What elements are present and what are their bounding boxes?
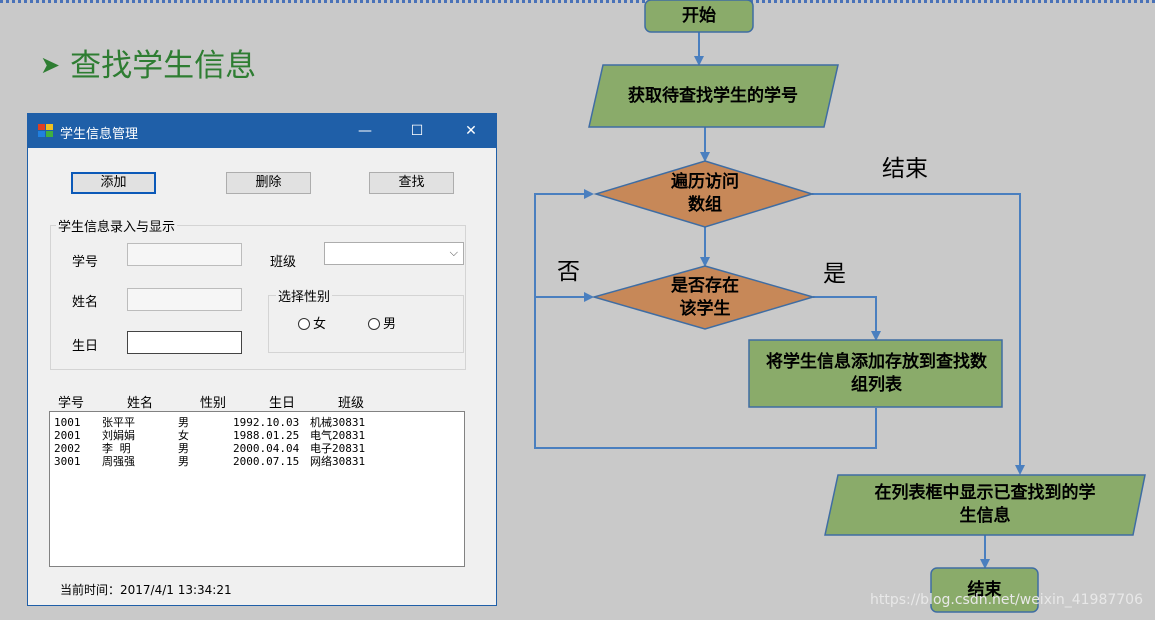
check-node	[591, 265, 816, 330]
find-button[interactable]: 查找	[369, 172, 454, 194]
edge-label-done: 结束	[882, 156, 928, 182]
check-node-label: 是否存在该学生	[671, 275, 739, 319]
arrow-bullet-icon: ➤	[40, 51, 61, 79]
edge-loop-done	[812, 193, 1025, 475]
edge-store-back	[534, 297, 877, 449]
radio-circle-icon	[298, 318, 310, 330]
end-node-label: 结束	[967, 579, 1002, 600]
edge-loop-back	[534, 189, 594, 297]
male-radio-label: 男	[383, 317, 397, 332]
female-radio-label: 女	[313, 317, 327, 332]
student-id-label: 学号	[72, 255, 99, 270]
gender-group-title: 选择性别	[276, 286, 333, 305]
maximize-button[interactable]: ☐	[410, 123, 424, 139]
student-info-group-title: 学生信息录入与显示	[56, 216, 178, 235]
input-node-label: 获取待查找学生的学号	[628, 85, 798, 106]
loop-node-label: 遍历访问数组	[671, 172, 739, 215]
status-label: 当前时间：	[60, 583, 121, 597]
app-icon	[38, 124, 54, 138]
class-select[interactable]: ⌵	[324, 242, 464, 265]
edge-check-yes	[813, 296, 881, 341]
close-button[interactable]: ✕	[465, 123, 477, 139]
window-titlebar[interactable]: 学生信息管理 — ☐ ✕	[28, 114, 496, 148]
edge-label-yes: 是	[823, 261, 846, 287]
list-header-name: 姓名	[127, 396, 154, 411]
status-bar: 当前时间：2017/4/1 13:34:21	[60, 581, 232, 598]
minimize-button[interactable]: —	[358, 123, 372, 139]
flow-connectors	[534, 32, 1025, 569]
add-button[interactable]: 添加	[71, 172, 156, 194]
start-node-label: 开始	[682, 5, 716, 26]
student-listbox[interactable]: 1001 张平平 男 1992.10.03 机械30831 2001 刘娟娟 女…	[49, 411, 465, 567]
birthday-label: 生日	[72, 339, 99, 354]
list-header-gender: 性别	[200, 396, 227, 411]
class-label: 班级	[270, 255, 297, 270]
female-radio[interactable]: 女	[298, 313, 326, 332]
input-node	[588, 64, 839, 128]
student-info-group	[50, 225, 466, 370]
radio-circle-icon	[368, 318, 380, 330]
output-node-label: 在列表框中显示已查找到的学生信息	[874, 483, 1096, 526]
name-label: 姓名	[72, 295, 99, 310]
delete-button[interactable]: 删除	[226, 172, 311, 194]
store-node-label: 将学生信息添加存放到查找数组列表	[766, 351, 987, 395]
slide-title-text: 查找学生信息	[70, 48, 257, 84]
list-header-birthday: 生日	[269, 396, 296, 411]
end-node	[930, 567, 1039, 613]
chevron-down-icon: ⌵	[449, 246, 458, 259]
store-node	[748, 339, 1003, 408]
output-node	[824, 474, 1146, 536]
student-id-input[interactable]	[127, 243, 242, 266]
student-info-window: 学生信息管理 — ☐ ✕ 添加 删除 查找 学生信息录入与显示 学号 班级 ⌵ …	[27, 113, 497, 606]
start-node	[644, 0, 754, 33]
gender-group	[268, 295, 464, 353]
loop-node	[593, 160, 815, 228]
edge-label-no: 否	[557, 259, 580, 285]
watermark: https://blog.csdn.net/weixin_41987706	[869, 592, 1143, 608]
list-header-class: 班级	[338, 396, 365, 411]
top-dotted-border	[0, 0, 1155, 4]
list-header-id: 学号	[58, 396, 85, 411]
birthday-input[interactable]	[127, 331, 242, 354]
status-time: 2017/4/1 13:34:21	[120, 583, 232, 597]
male-radio[interactable]: 男	[368, 313, 396, 332]
name-input[interactable]	[127, 288, 242, 311]
slide-title: ➤ 查找学生信息	[40, 40, 256, 85]
window-title: 学生信息管理	[60, 127, 139, 142]
